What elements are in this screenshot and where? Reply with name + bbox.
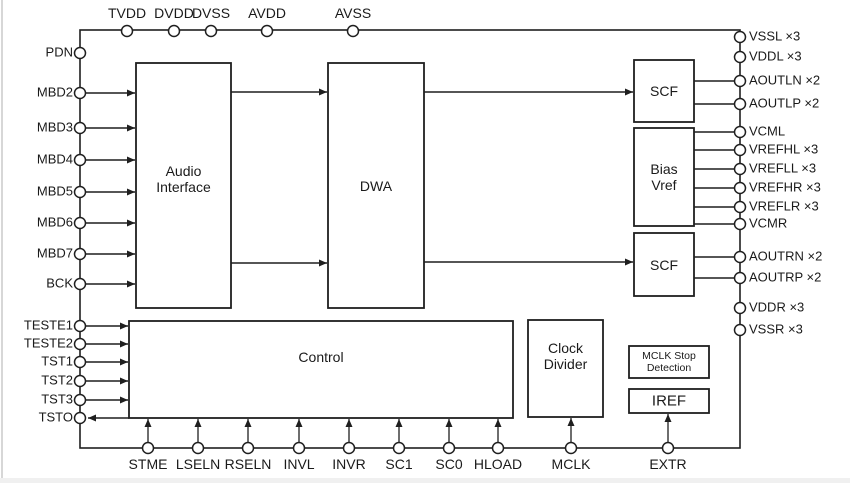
block-audio-interface xyxy=(135,62,232,309)
pin-tsto xyxy=(73,411,87,425)
pin-invr xyxy=(342,441,356,455)
block-mclk-stop-detection xyxy=(628,345,710,379)
pin-tst2 xyxy=(73,374,87,388)
pin-lseln xyxy=(191,441,205,455)
pin-vddl-3 xyxy=(733,50,747,64)
pin-vrefll-3 xyxy=(733,162,747,176)
pin-vrefhr-3 xyxy=(733,181,747,195)
pin-aoutlp-2 xyxy=(733,97,747,111)
pin-teste1 xyxy=(73,319,87,333)
pin-dvdd xyxy=(167,24,181,38)
screenshot-left-edge-line xyxy=(1,0,3,483)
pin-tst1 xyxy=(73,355,87,369)
pin-vreflr-3 xyxy=(733,200,747,214)
pin-aoutrn-2 xyxy=(733,250,747,264)
pin-mbd5 xyxy=(73,185,87,199)
block-dwa xyxy=(327,62,425,309)
pin-bck xyxy=(73,277,87,291)
screenshot-bottom-edge-strip xyxy=(0,478,850,483)
pin-rseln xyxy=(241,441,255,455)
pin-stme xyxy=(141,441,155,455)
pin-vrefhl-3 xyxy=(733,143,747,157)
pin-vssr-3 xyxy=(733,323,747,337)
pin-rail-frame xyxy=(79,29,741,449)
pin-vcml xyxy=(733,125,747,139)
pin-tst3 xyxy=(73,393,87,407)
pin-mbd4 xyxy=(73,153,87,167)
pin-sc1 xyxy=(392,441,406,455)
pin-hload xyxy=(491,441,505,455)
pin-aoutln-2 xyxy=(733,74,747,88)
pin-vddr-3 xyxy=(733,301,747,315)
block-scf-top xyxy=(633,59,695,123)
pin-avdd xyxy=(260,24,274,38)
pin-tvdd xyxy=(120,24,134,38)
pin-mbd3 xyxy=(73,121,87,135)
pin-teste2 xyxy=(73,337,87,351)
block-control xyxy=(128,320,514,419)
pin-vcmr xyxy=(733,217,747,231)
pin-aoutrp-2 xyxy=(733,271,747,285)
pin-mclk xyxy=(564,441,578,455)
pin-vssl-3 xyxy=(733,30,747,44)
block-iref xyxy=(628,388,710,414)
pin-invl xyxy=(292,441,306,455)
pin-dvss xyxy=(204,24,218,38)
block-clock-divider xyxy=(527,319,604,418)
pin-mbd6 xyxy=(73,216,87,230)
pin-pdn xyxy=(73,46,87,60)
pin-sc0 xyxy=(442,441,456,455)
pin-extr xyxy=(661,441,675,455)
pin-avss xyxy=(346,24,360,38)
pin-mbd7 xyxy=(73,247,87,261)
pin-mbd2 xyxy=(73,86,87,100)
block-scf-bottom xyxy=(633,232,695,297)
block-bias-vref xyxy=(633,127,695,227)
